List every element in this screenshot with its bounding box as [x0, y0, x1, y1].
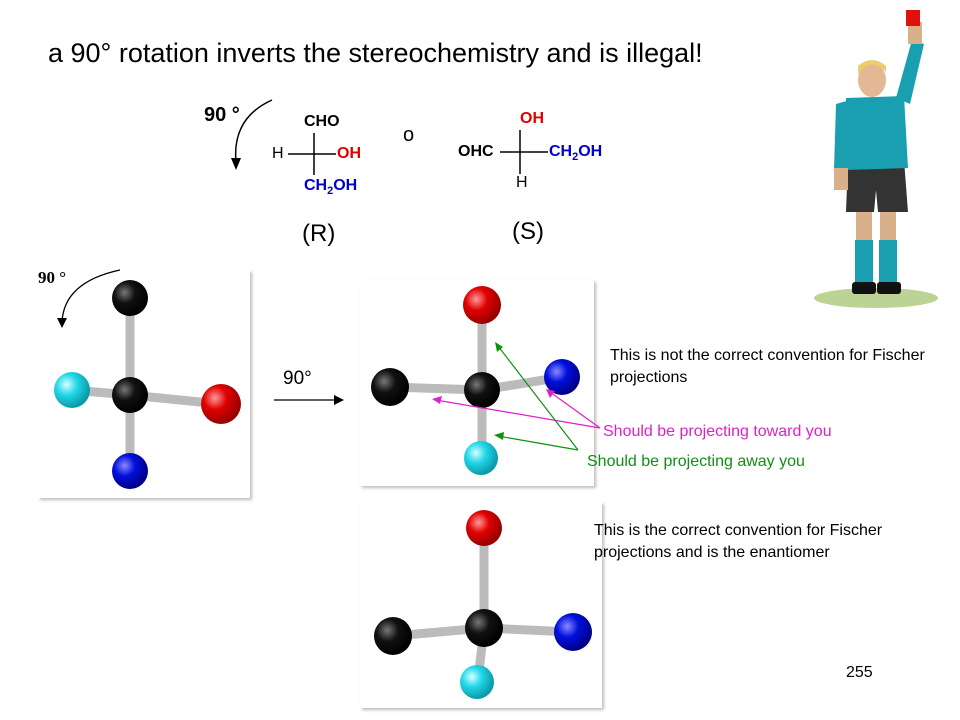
fischer-left-top: CHO	[304, 113, 340, 130]
fischer-right-left: OHC	[458, 143, 494, 160]
config-r-label: (R)	[302, 220, 336, 247]
arrow-label: 90°	[283, 368, 312, 389]
red-card	[906, 10, 920, 26]
fischer-left-bottom: CH2OH	[304, 177, 358, 198]
referee-right-leg	[880, 206, 896, 276]
degree-symbol: o	[403, 124, 415, 146]
note-correct-convention: This is the correct convention for Fisch…	[594, 522, 883, 561]
fischer-left-right: OH	[337, 145, 361, 162]
referee-raised-arm	[896, 40, 924, 104]
model-panel-original	[38, 270, 250, 498]
fischer-left-left: H	[272, 145, 284, 162]
referee-right-shoe	[877, 282, 901, 294]
fischer-right-right: CH2OH	[549, 143, 603, 164]
referee-lowered-arm	[834, 100, 850, 170]
referee-left-shoe	[852, 282, 876, 294]
rotation-arrow-head	[231, 158, 241, 170]
referee-shorts	[846, 160, 908, 212]
fischer-rotation-label: 90 °	[204, 104, 240, 126]
page-number: 255	[846, 664, 873, 681]
fischer-right-bottom: H	[516, 174, 528, 191]
referee-shirt	[846, 96, 908, 170]
model-rotation-label: 90 °	[38, 268, 67, 287]
referee-lower-hand	[834, 168, 848, 190]
grass-patch	[814, 288, 938, 308]
fischer-right-top: OH	[520, 110, 544, 127]
model-panel-enantiomer	[360, 502, 602, 708]
referee-right-sock	[879, 240, 897, 284]
referee-left-leg	[856, 206, 872, 276]
rotation-arrow-curve	[234, 99, 273, 163]
model-panel-rotated	[360, 280, 594, 486]
referee-head	[858, 63, 886, 97]
referee-left-sock	[855, 240, 873, 284]
note-away-you: Should be projecting away you	[587, 453, 805, 470]
note-toward-you: Should be projecting toward you	[603, 423, 832, 440]
referee-hand	[908, 22, 922, 44]
config-s-label: (S)	[512, 218, 544, 245]
note-incorrect-convention: This is not the correct convention for F…	[610, 347, 925, 386]
referee-hair	[858, 60, 886, 74]
slide-title: a 90° rotation inverts the stereochemist…	[48, 38, 703, 68]
